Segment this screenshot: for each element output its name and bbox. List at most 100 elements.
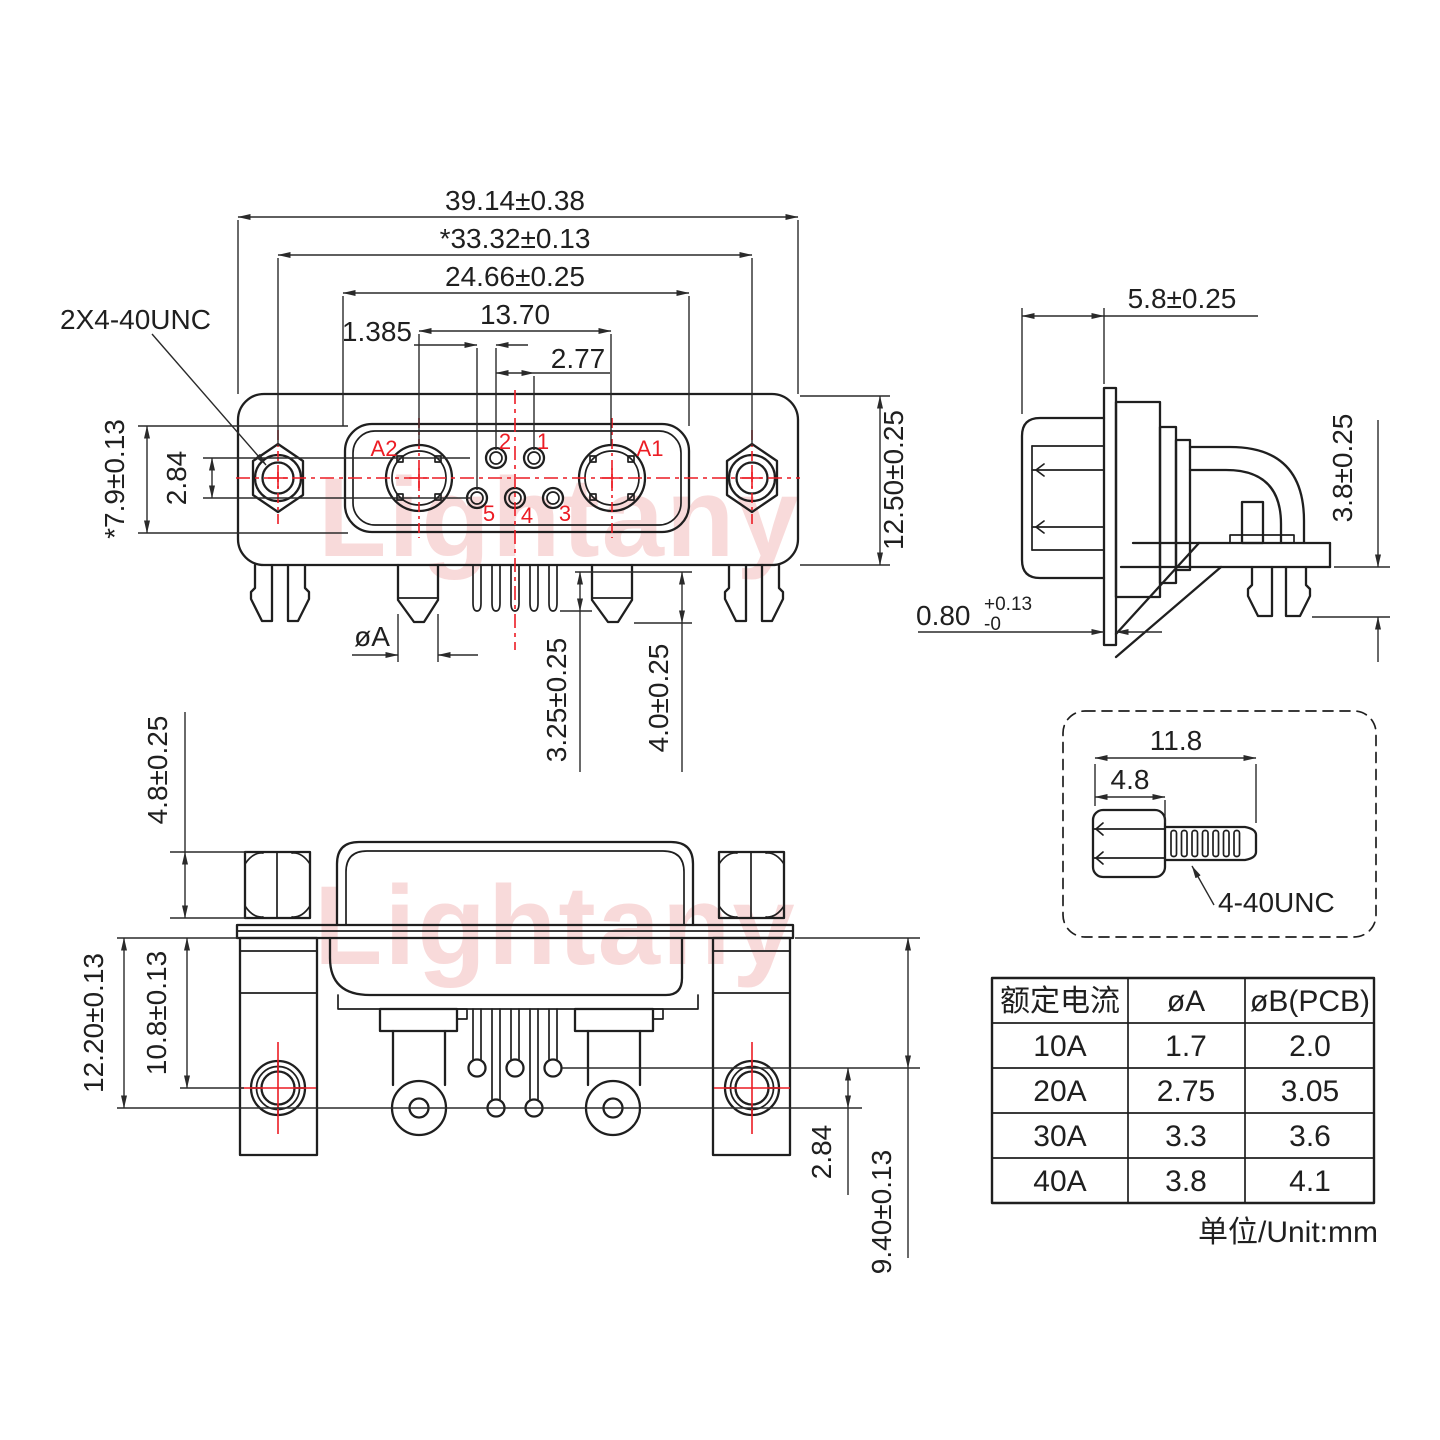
dim-leg-height: 3.8±0.25 — [1327, 414, 1358, 523]
detail-border — [1062, 710, 1377, 938]
side-view: 5.8±0.25 3.8±0.25 0.80 +0.13 -0 — [916, 283, 1390, 662]
cell-dia-a-40a: 3.8 — [1165, 1165, 1207, 1198]
table-row: 40A 3.8 4.1 — [1033, 1165, 1331, 1198]
cell-dia-b-40a: 4.1 — [1289, 1165, 1331, 1198]
small-pin-tails — [472, 564, 558, 612]
dim-body-height: 12.50±0.25 — [878, 410, 909, 550]
jackscrew-detail: 11.8 4.8 4-40UNC — [1062, 710, 1377, 938]
cell-current-20a: 20A — [1033, 1075, 1086, 1108]
dim-row-gap: 2.84 — [161, 451, 192, 506]
big-pin-tail-a2 — [396, 563, 440, 624]
label-contact-a1: A1 — [637, 436, 664, 461]
shell-under-profile — [328, 936, 684, 997]
thread-callout: 2X4-40UNC — [60, 304, 211, 335]
bracket-leg-right — [711, 936, 792, 1157]
bent-pin-outer — [1188, 445, 1306, 545]
small-pins-bottom — [467, 1008, 563, 1118]
flange-plate — [1102, 386, 1118, 647]
bent-pin-inner — [1188, 468, 1283, 545]
dim-mount-span: *33.32±0.13 — [440, 223, 591, 254]
label-pin4: 4 — [521, 503, 533, 528]
dim-screw-total: 11.8 — [1150, 725, 1202, 756]
nut-side-profile — [1031, 445, 1105, 551]
label-contact-a2: A2 — [371, 436, 398, 461]
dim-half-pitch: 1.385 — [342, 316, 412, 347]
screw-threads — [1170, 829, 1241, 858]
dim-plate-to-bigpin: 12.20±0.13 — [78, 953, 109, 1093]
watermark-front: Lightany — [318, 455, 801, 580]
contact-tail-side — [1240, 500, 1265, 545]
unit-note: 单位/Unit:mm — [1198, 1216, 1378, 1249]
thread-leader-line — [151, 333, 267, 466]
screw-head — [1091, 808, 1167, 879]
dim-pin-row-gap: 2.84 — [806, 1125, 837, 1180]
rear-shroud — [335, 840, 695, 927]
insulator-under-step — [337, 994, 699, 1010]
label-pin5: 5 — [483, 501, 495, 526]
screw-thread-label: 4-40UNC — [1218, 887, 1335, 918]
nut-bottom-right — [717, 850, 786, 920]
dim-plate-to-smallpin: 9.40±0.13 — [866, 1150, 897, 1274]
dim-flange-tol-minus: -0 — [984, 614, 1001, 635]
big-pin-bottom-right — [584, 1029, 642, 1137]
front-centerlines — [236, 390, 800, 650]
dim-flange-tol-plus: +0.13 — [984, 594, 1032, 615]
bottom-centerlines — [240, 1042, 790, 1134]
table-grid — [990, 976, 1376, 1205]
insulator-step1 — [1158, 425, 1178, 585]
dim-small-pin-len: 3.25±0.25 — [541, 638, 572, 762]
label-pin3: 3 — [559, 501, 571, 526]
spec-table: 额定电流 øA øB(PCB) 10A 1.7 2.0 20A 2.75 3.0… — [990, 976, 1378, 1249]
cell-current-10a: 10A — [1033, 1030, 1086, 1063]
table-header-dia-a: øA — [1167, 985, 1205, 1018]
cell-dia-a-20a: 2.75 — [1157, 1075, 1215, 1108]
bottom-view: 4.8±0.25 12.20±0.13 10.8±0.13 2.84 9.40±… — [78, 712, 920, 1274]
cell-dia-a-10a: 1.7 — [1165, 1030, 1207, 1063]
front-view: A2 A1 2 1 5 4 3 — [60, 185, 909, 772]
cell-dia-a-30a: 3.3 — [1165, 1120, 1207, 1153]
dim-big-pin-dia: øA — [354, 621, 390, 652]
table-row: 10A 1.7 2.0 — [1033, 1030, 1331, 1063]
big-pin-bottom-left — [390, 1029, 448, 1137]
table-header-dia-b: øB(PCB) — [1250, 985, 1370, 1018]
connector-body-outline — [236, 392, 800, 567]
board-lock-right — [723, 563, 785, 623]
nut-bottom-left — [243, 850, 312, 920]
dim-insert-height: *7.9±0.13 — [99, 419, 130, 539]
cell-current-30a: 30A — [1033, 1120, 1086, 1153]
dim-shell-depth: 5.8±0.25 — [1128, 283, 1237, 314]
dim-contact-span: 13.70 — [480, 299, 550, 330]
dim-overall-width: 39.14±0.38 — [445, 185, 585, 216]
front-extension-lines — [138, 220, 890, 662]
mount-plate — [235, 923, 795, 940]
bottom-extension-lines — [117, 851, 920, 1109]
front-dimension-lines — [144, 214, 883, 772]
dim-pin-pitch: 2.77 — [551, 343, 606, 374]
board-lock-side — [1246, 565, 1312, 618]
dim-nut-height: 4.8±0.25 — [142, 716, 173, 825]
cell-current-40a: 40A — [1033, 1165, 1086, 1198]
table-header-current: 额定电流 — [1000, 985, 1120, 1018]
bracket-leg-left — [238, 936, 319, 1157]
bracket-base — [1114, 534, 1332, 659]
thread-leader — [1191, 865, 1215, 906]
dim-plate-to-hole: 10.8±0.13 — [141, 951, 172, 1075]
table-row: 30A 3.3 3.6 — [1033, 1120, 1331, 1153]
cell-dia-b-10a: 2.0 — [1289, 1030, 1331, 1063]
board-lock-left — [249, 563, 311, 623]
cell-dia-b-20a: 3.05 — [1281, 1075, 1339, 1108]
screw-shaft — [1163, 825, 1258, 862]
label-pin1: 1 — [537, 429, 549, 454]
dim-flange-thickness: 0.80 — [916, 600, 971, 631]
shell-front-profile — [1020, 416, 1106, 580]
dim-screw-head: 4.8 — [1111, 764, 1150, 795]
label-pin2: 2 — [499, 429, 511, 454]
big-pin-tail-a1 — [590, 563, 634, 624]
contact-holders-bottom — [378, 1007, 664, 1033]
dim-dsub-width: 24.66±0.25 — [445, 261, 585, 292]
dim-big-pin-len: 4.0±0.25 — [643, 644, 674, 753]
cell-dia-b-30a: 3.6 — [1289, 1120, 1331, 1153]
insulator-step2 — [1174, 438, 1192, 572]
